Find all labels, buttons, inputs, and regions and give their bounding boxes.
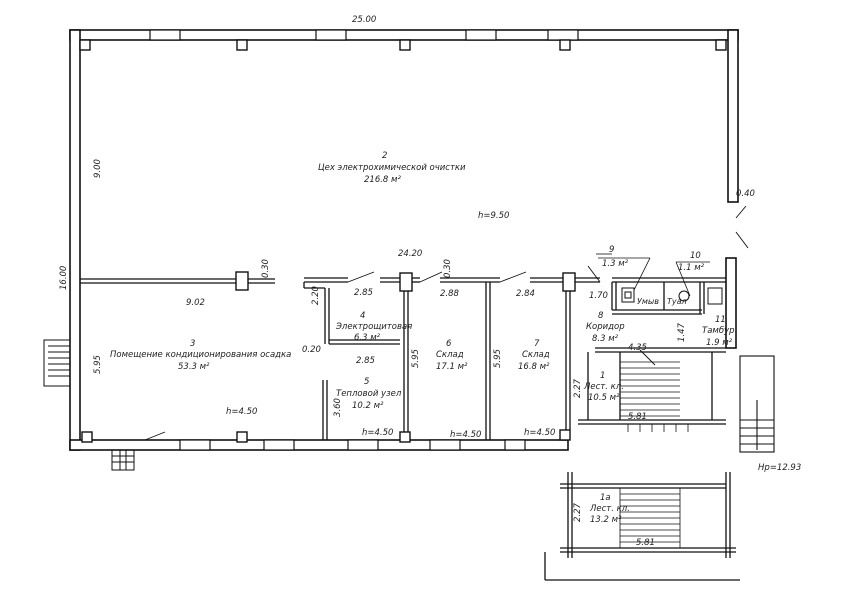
svg-text:53.3 м²: 53.3 м² xyxy=(178,362,210,372)
dim-top: 25.00 xyxy=(352,15,376,25)
dim-room3-height: 5.95 xyxy=(93,355,103,374)
svg-text:6: 6 xyxy=(446,339,452,349)
height-r6: h=4.50 xyxy=(450,430,481,440)
interior-walls xyxy=(80,277,726,440)
dim-284: 2.84 xyxy=(516,289,535,299)
svg-text:1.1 м²: 1.1 м² xyxy=(678,263,705,273)
outer-walls xyxy=(69,29,739,451)
svg-text:Склад: Склад xyxy=(436,350,464,360)
svg-text:17.1 м²: 17.1 м² xyxy=(436,362,468,372)
svg-text:Тепловой узел: Тепловой узел xyxy=(336,389,402,399)
elevation-mark: Нр=12.93 xyxy=(758,463,801,473)
leader-lines xyxy=(596,253,710,297)
svg-text:8.3 м²: 8.3 м² xyxy=(592,334,619,344)
svg-text:1.9 м²: 1.9 м² xyxy=(706,338,733,348)
room-8-label: 8 Коридор 8.3 м² xyxy=(586,311,625,344)
dim-285a: 2.85 xyxy=(354,288,373,298)
svg-text:Цех электрохимической очистки: Цех электрохимической очистки xyxy=(318,163,466,173)
svg-text:10.2 м²: 10.2 м² xyxy=(352,401,384,411)
height-r7: h=4.50 xyxy=(524,428,555,438)
svg-text:Тамбур: Тамбур xyxy=(702,326,734,336)
height-r5: h=4.50 xyxy=(362,428,393,438)
svg-text:Лест. кл.: Лест. кл. xyxy=(583,382,624,392)
svg-text:1.3 м²: 1.3 м² xyxy=(602,259,629,269)
svg-text:3: 3 xyxy=(190,339,195,349)
svg-text:Умыв: Умыв xyxy=(637,297,659,306)
dim-inner: 24.20 xyxy=(398,249,422,259)
dim-227a: 2.27 xyxy=(573,378,583,398)
svg-text:Склад: Склад xyxy=(522,350,550,360)
dim-581a: 5.81 xyxy=(628,412,647,422)
svg-text:7: 7 xyxy=(534,339,540,349)
room-1a-label: 1а Лест. кл. 13.2 м² xyxy=(589,493,630,525)
room-1-label: 1 Лест. кл. 10.5 м² xyxy=(583,371,624,403)
room-6-label: 6 Склад 17.1 м² xyxy=(436,339,468,372)
stair-1a-treads xyxy=(619,488,681,548)
room-3-label: 3 Помещение кондиционирования осадка 53.… xyxy=(110,339,291,372)
room-7-label: 7 Склад 16.8 м² xyxy=(518,339,550,372)
dim-170: 1.70 xyxy=(589,291,608,301)
svg-text:16.8 м²: 16.8 м² xyxy=(518,362,550,372)
dim-wall-040: 0.40 xyxy=(736,189,755,199)
svg-text:11: 11 xyxy=(715,315,726,325)
svg-text:1а: 1а xyxy=(600,493,611,503)
room-10-label: 10 1.1 м² Туал xyxy=(667,251,705,306)
dim-room3-width: 9.02 xyxy=(186,298,205,308)
dim-left-height: 16.00 xyxy=(59,266,69,290)
door-swings xyxy=(144,205,749,441)
dim-147: 1.47 xyxy=(677,322,687,342)
dim-581b: 5.81 xyxy=(636,538,655,548)
dim-285b: 2.85 xyxy=(356,356,375,366)
room-2-label: 2 Цех электрохимической очистки 216.8 м² xyxy=(318,151,466,185)
svg-text:6.3 м²: 6.3 м² xyxy=(354,333,381,343)
fixtures xyxy=(621,287,723,305)
dim-wall-030a: 0.30 xyxy=(261,259,271,278)
room-labels: 2 Цех электрохимической очистки 216.8 м²… xyxy=(110,151,734,525)
dim-288: 2.88 xyxy=(440,289,460,299)
stair-1a xyxy=(544,472,740,581)
room-5-label: 5 Тепловой узел 10.2 м² xyxy=(336,377,402,411)
room-11-label: 11 Тамбур 1.9 м² xyxy=(702,315,734,348)
columns xyxy=(79,39,727,443)
stair-1-treads xyxy=(620,361,689,432)
bottom-windows xyxy=(179,439,526,451)
svg-text:13.2 м²: 13.2 м² xyxy=(590,515,622,525)
svg-text:Коридор: Коридор xyxy=(586,322,625,332)
height-main: h=9.50 xyxy=(478,211,509,221)
svg-text:5: 5 xyxy=(364,377,369,387)
dim-wall-030b: 0.30 xyxy=(443,259,453,278)
svg-text:Электрощитовая: Электрощитовая xyxy=(335,322,412,332)
svg-text:10.5 м²: 10.5 м² xyxy=(588,393,620,403)
svg-text:1: 1 xyxy=(600,371,605,381)
dim-227b: 2.27 xyxy=(573,502,583,522)
dim-left-upper: 9.00 xyxy=(93,159,103,178)
dim-435: 4.35 xyxy=(628,343,647,353)
room-4-label: 4 Электрощитовая 6.3 м² xyxy=(335,311,412,343)
top-windows xyxy=(149,29,579,41)
svg-text:10: 10 xyxy=(690,251,701,261)
svg-text:2: 2 xyxy=(382,151,387,161)
height-labels: h=9.50 h=4.50 h=4.50 h=4.50 h=4.50 Нр=12… xyxy=(226,211,801,473)
dim-360: 3.60 xyxy=(333,398,343,417)
svg-text:Туал: Туал xyxy=(667,297,687,306)
exterior-stair xyxy=(739,355,775,453)
dim-595b: 5.95 xyxy=(411,349,421,368)
svg-text:4: 4 xyxy=(360,311,365,321)
room-9-label: 9 1.3 м² Умыв xyxy=(602,245,659,306)
svg-text:Помещение кондиционирования ос: Помещение кондиционирования осадка xyxy=(110,350,291,360)
dim-020: 0.20 xyxy=(302,345,321,355)
left-steps xyxy=(43,339,71,387)
svg-text:216.8 м²: 216.8 м² xyxy=(364,175,401,185)
dimensions: 25.00 16.00 9.00 24.20 9.02 0.30 0.30 0.… xyxy=(59,15,755,548)
dim-595c: 5.95 xyxy=(493,349,503,368)
dim-220: 2.20 xyxy=(311,286,321,305)
svg-text:Лест. кл.: Лест. кл. xyxy=(589,504,630,514)
svg-text:9: 9 xyxy=(609,245,614,255)
bottom-steps xyxy=(111,449,135,471)
svg-text:8: 8 xyxy=(598,311,604,321)
height-r3: h=4.50 xyxy=(226,407,257,417)
